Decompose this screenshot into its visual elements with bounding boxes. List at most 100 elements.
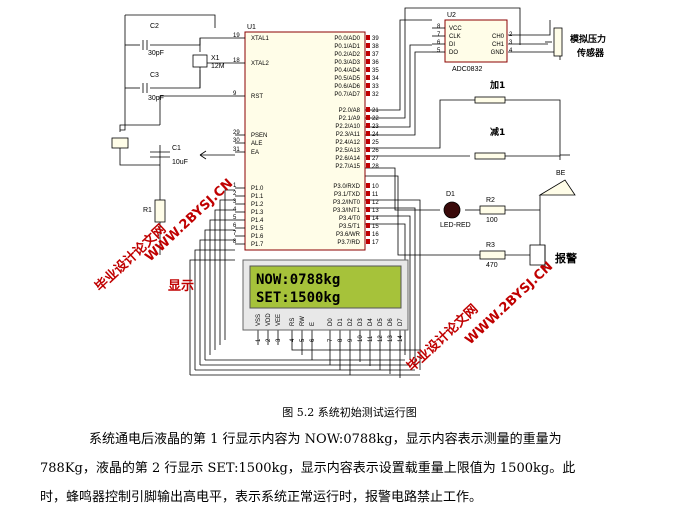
mcu-pin-label: P1.1	[251, 194, 264, 200]
c1-val: 10uF	[172, 159, 188, 166]
mcu-u1-body	[244, 31, 366, 251]
r2-ref: R2	[486, 197, 495, 204]
paragraph-line-3: 时，蜂鸣器控制引脚输出高电平，表示系统正常运行时，报警电路禁止工作。	[40, 490, 483, 505]
mcu-pin-label: P3.1/TXD	[334, 192, 361, 198]
pin-marker	[366, 215, 370, 220]
mcu-pin-number: 29	[233, 130, 240, 136]
paragraph-line-1: 系统通电后液晶的第 1 行显示内容为 NOW:0788kg，显示内容表示测量的重…	[89, 432, 562, 447]
mcu-pin-number: 34	[372, 76, 379, 82]
r3-resistor	[479, 250, 506, 260]
mcu-pin-label: P2.6/A14	[335, 156, 360, 162]
d1-val: LED-RED	[440, 222, 471, 229]
button-minus-label: 减1	[490, 126, 505, 138]
r2-val: 100	[486, 217, 498, 224]
mcu-pin-label: PSEN	[251, 133, 267, 139]
x1-val: 12M	[211, 63, 225, 70]
mcu-pin-number: 6	[233, 223, 237, 229]
mcu-pin-number: 7	[233, 231, 237, 237]
r3-ref: R3	[486, 242, 495, 249]
lcd-pin-number: 6	[310, 338, 316, 342]
lcd-pin-number: 2	[266, 338, 272, 342]
mcu-pin-label: P0.4/AD4	[334, 68, 360, 74]
mcu-pin-number: 27	[372, 156, 379, 162]
mcu-pin-number: 39	[372, 36, 379, 42]
pin-marker	[366, 191, 370, 196]
button-plus-label: 加1	[489, 79, 505, 91]
r1-ref: R1	[143, 207, 152, 214]
be-ref: BE	[556, 170, 566, 177]
mcu-pin-number: 12	[372, 200, 379, 206]
lcd-pin-label: D2	[348, 318, 354, 326]
lcd-pin-label: D3	[358, 318, 364, 326]
mcu-pin-number: 1	[233, 183, 237, 189]
mcu-pin-label: P2.7/A15	[335, 164, 360, 170]
mcu-pin-label: P1.2	[251, 202, 264, 208]
mcu-pin-label: P3.2/INT0	[333, 200, 361, 206]
pin-marker	[366, 199, 370, 204]
pin-marker	[366, 59, 370, 64]
mcu-pin-number: 13	[372, 208, 379, 214]
mcu-pin-number: 16	[372, 232, 379, 238]
lcd-pin-number: 11	[368, 335, 374, 342]
mcu-pin-label: ALE	[251, 141, 262, 147]
c1-ref: C1	[172, 145, 181, 152]
lcd-pin-label: D5	[378, 318, 384, 326]
pin-marker	[366, 139, 370, 144]
mcu-pin-label: P2.0/A8	[339, 108, 361, 114]
adc-pin-label: VCC	[449, 26, 462, 32]
r2-resistor	[479, 205, 506, 215]
mcu-pin-number: 17	[372, 240, 379, 246]
adc-pin-number: 5	[437, 48, 441, 54]
mcu-pin-label: XTAL2	[251, 61, 270, 67]
mcu-pin-number: 15	[372, 224, 379, 230]
mcu-pin-number: 22	[372, 116, 379, 122]
lcd-pins: VSS1VDD2VEE3RS4RW5E6D07D18D29D310D411D51…	[256, 313, 404, 342]
pin-marker	[366, 155, 370, 160]
pressure-sensor-label-2: 传感器	[576, 47, 605, 59]
mcu-pin-number: 9	[233, 91, 237, 97]
lcd-pin-number: 5	[300, 338, 306, 342]
pressure-sensor-pot	[553, 27, 563, 57]
mcu-pin-number: 37	[372, 52, 379, 58]
adc-pin-number: 6	[437, 40, 441, 46]
paragraph-line-2: 788Kg，液晶的第 2 行显示 SET:1500kg，显示内容表示设置载重量上…	[40, 461, 576, 476]
mcu-pin-label: P1.5	[251, 226, 264, 232]
mcu-pin-label: EA	[251, 150, 259, 156]
mcu-pin-number: 11	[372, 192, 379, 198]
mcu-pin-number: 36	[372, 60, 379, 66]
mcu-pin-label: P0.2/AD2	[334, 52, 360, 58]
mcu-pin-label: P1.7	[251, 242, 264, 248]
adc-pin-number: 3	[509, 40, 513, 46]
crystal-x1	[192, 54, 208, 68]
pin-marker	[366, 231, 370, 236]
mcu-pin-label: P3.5/T1	[339, 224, 361, 230]
adc-pin-label: DI	[449, 42, 455, 48]
pin-marker	[366, 147, 370, 152]
mcu-pin-label: XTAL1	[251, 36, 270, 42]
transistor-q1	[529, 244, 546, 266]
pin-marker	[366, 223, 370, 228]
mcu-pin-label: P0.5/AD5	[334, 76, 360, 82]
pin-marker	[366, 91, 370, 96]
d1-ref: D1	[446, 191, 455, 198]
pin-marker	[366, 163, 370, 168]
pin-marker	[366, 115, 370, 120]
mcu-pin-label: P0.0/AD0	[334, 36, 360, 42]
lcd-pin-label: VDD	[266, 313, 272, 326]
lcd-pin-number: 9	[348, 338, 354, 342]
pressure-sensor-label-1: 模拟压力	[570, 33, 606, 45]
pin-marker	[366, 67, 370, 72]
lcd-pin-label: D4	[368, 318, 374, 326]
lcd-pin-number: 12	[378, 335, 384, 342]
mcu-pin-label: P3.3/INT1	[333, 208, 361, 214]
mcu-pin-label: P0.7/AD7	[334, 92, 360, 98]
lcd-pin-label: VEE	[276, 314, 282, 326]
mcu-pin-label: P2.2/A10	[335, 124, 360, 130]
lcd-pin-number: 10	[358, 335, 364, 342]
pin-marker	[366, 207, 370, 212]
mcu-pin-number: 4	[233, 207, 237, 213]
mcu-pin-label: P1.4	[251, 218, 264, 224]
lcd-pin-number: 1	[256, 338, 262, 342]
mcu-pin-number: 19	[233, 33, 240, 39]
